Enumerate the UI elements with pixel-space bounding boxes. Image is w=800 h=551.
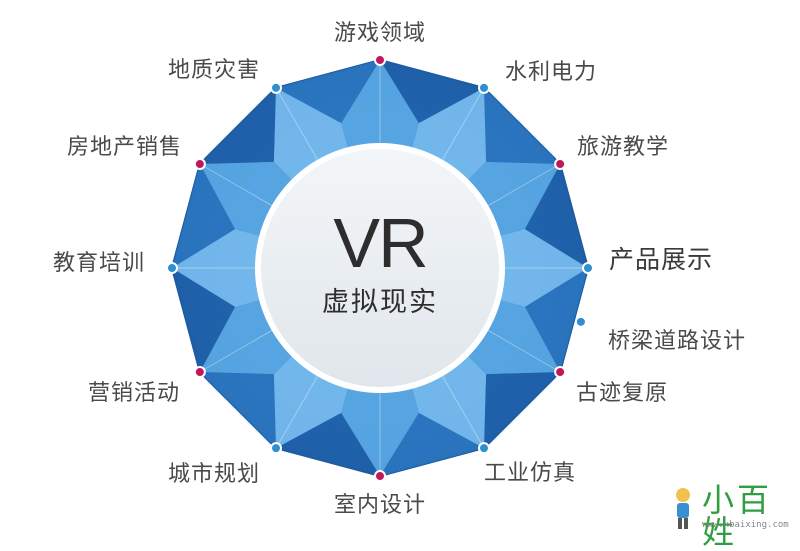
facet-outer <box>172 164 236 268</box>
vertex-dot <box>193 158 206 170</box>
label-gaming: 游戏领域 <box>334 21 427 46</box>
label-industrial-simulation: 工业仿真 <box>484 461 577 486</box>
label-bridge-road-design: 桥梁道路设计 <box>608 329 747 354</box>
facet-outer <box>484 87 561 164</box>
label-urban-planning: 城市规划 <box>168 462 261 487</box>
facet-outer <box>276 60 380 124</box>
label-heritage-restoration: 古迹复原 <box>576 381 669 406</box>
vertex-dot <box>270 442 282 455</box>
vertex-dot <box>574 315 587 328</box>
vertex-dot <box>582 262 594 274</box>
label-geological-disasters: 地质灾害 <box>168 58 261 83</box>
facet-outer <box>380 60 484 124</box>
watermark-url: www.xbaixing.com <box>702 520 789 530</box>
facet-outer <box>199 87 276 164</box>
vertex-dot <box>166 262 178 274</box>
watermark-figure-icon <box>676 488 690 529</box>
label-marketing-events: 营销活动 <box>88 381 181 406</box>
center-subtitle: 虚拟现实 <box>322 287 438 318</box>
label-product-display: 产品展示 <box>609 245 714 274</box>
watermark-title: 小百姓 <box>702 481 773 551</box>
facet-outer <box>524 268 588 372</box>
facet-outer <box>199 372 276 449</box>
center-title: VR <box>333 204 428 282</box>
watermark: 小百姓 www.xbaixing.com <box>668 484 796 548</box>
vertex-dot <box>554 366 567 378</box>
label-water-power: 水利电力 <box>505 60 598 85</box>
facet-outer <box>172 268 236 372</box>
vertex-dot <box>270 81 282 94</box>
facet-outer <box>524 164 588 268</box>
vr-applications-diagram: VR 虚拟现实 游戏领域 水利电力 旅游教学 产品展示 桥梁道路设计 古迹复原 … <box>53 21 796 549</box>
facet-outer <box>484 372 561 449</box>
center-circle <box>255 143 505 393</box>
facet-outer <box>380 412 484 476</box>
label-education-training: 教育培训 <box>53 251 146 276</box>
vertex-dot <box>478 442 490 455</box>
vertex-dot <box>374 470 386 482</box>
dodecagon-graphic <box>166 54 594 482</box>
vertex-dot <box>478 81 490 94</box>
vertex-dot <box>193 366 206 378</box>
label-interior-design: 室内设计 <box>334 493 427 518</box>
label-tourism-teaching: 旅游教学 <box>577 135 670 160</box>
label-real-estate-sales: 房地产销售 <box>67 135 183 160</box>
vertex-dot <box>554 158 567 170</box>
vertex-dot <box>374 54 386 66</box>
facet-outer <box>276 412 380 476</box>
